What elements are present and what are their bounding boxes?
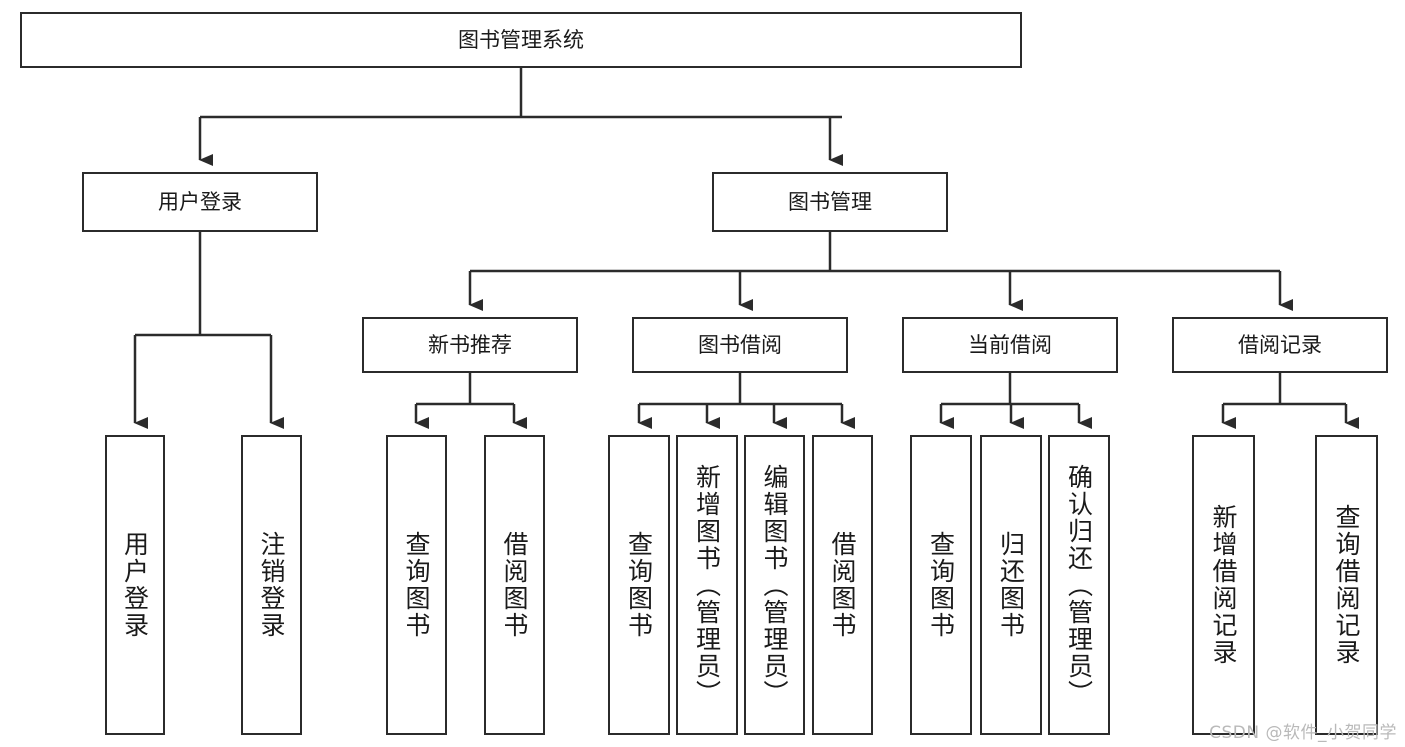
node-current-borrow-label: 当前借阅 bbox=[968, 332, 1052, 357]
leaf-return-book[interactable]: 归还图书 bbox=[980, 435, 1042, 735]
leaf-label: 注销登录 bbox=[257, 531, 286, 639]
leaf-borrow-book-recommend[interactable]: 借阅图书 bbox=[484, 435, 545, 735]
leaf-logout[interactable]: 注销登录 bbox=[241, 435, 302, 735]
leaf-confirm-return-admin[interactable]: 确认归还（管理员） bbox=[1048, 435, 1110, 735]
node-book-borrow-label: 图书借阅 bbox=[698, 332, 782, 357]
leaf-label: 查询借阅记录 bbox=[1332, 504, 1361, 666]
node-new-book-recommend[interactable]: 新书推荐 bbox=[362, 317, 578, 373]
node-root[interactable]: 图书管理系统 bbox=[20, 12, 1022, 68]
leaf-label: 新增图书（管理员） bbox=[692, 463, 722, 707]
leaf-query-book-recommend[interactable]: 查询图书 bbox=[386, 435, 447, 735]
leaf-label: 借阅图书 bbox=[828, 531, 857, 639]
leaf-query-borrow-record[interactable]: 查询借阅记录 bbox=[1315, 435, 1378, 735]
leaf-add-borrow-record[interactable]: 新增借阅记录 bbox=[1192, 435, 1255, 735]
node-borrow-record[interactable]: 借阅记录 bbox=[1172, 317, 1388, 373]
node-current-borrow[interactable]: 当前借阅 bbox=[902, 317, 1118, 373]
node-borrow-record-label: 借阅记录 bbox=[1238, 332, 1322, 357]
leaf-label: 查询图书 bbox=[624, 531, 654, 639]
node-root-label: 图书管理系统 bbox=[458, 27, 584, 52]
leaf-label: 查询图书 bbox=[926, 531, 956, 639]
leaf-label: 新增借阅记录 bbox=[1209, 504, 1238, 666]
leaf-label: 用户登录 bbox=[120, 531, 150, 639]
leaf-label: 借阅图书 bbox=[500, 531, 529, 639]
leaf-edit-book-admin[interactable]: 编辑图书（管理员） bbox=[744, 435, 805, 735]
leaf-query-book-borrow[interactable]: 查询图书 bbox=[608, 435, 670, 735]
leaf-add-book-admin[interactable]: 新增图书（管理员） bbox=[676, 435, 738, 735]
leaf-user-login[interactable]: 用户登录 bbox=[105, 435, 165, 735]
leaf-label: 查询图书 bbox=[402, 531, 431, 639]
node-book-management[interactable]: 图书管理 bbox=[712, 172, 948, 232]
leaf-borrow-book[interactable]: 借阅图书 bbox=[812, 435, 873, 735]
node-user-login[interactable]: 用户登录 bbox=[82, 172, 318, 232]
node-book-borrow[interactable]: 图书借阅 bbox=[632, 317, 848, 373]
node-new-book-recommend-label: 新书推荐 bbox=[428, 332, 512, 357]
leaf-label: 编辑图书（管理员） bbox=[760, 463, 789, 707]
node-user-login-label: 用户登录 bbox=[158, 189, 242, 214]
leaf-query-book-current[interactable]: 查询图书 bbox=[910, 435, 972, 735]
leaf-label: 归还图书 bbox=[996, 531, 1026, 639]
leaf-label: 确认归还（管理员） bbox=[1064, 463, 1094, 707]
node-book-management-label: 图书管理 bbox=[788, 189, 872, 214]
